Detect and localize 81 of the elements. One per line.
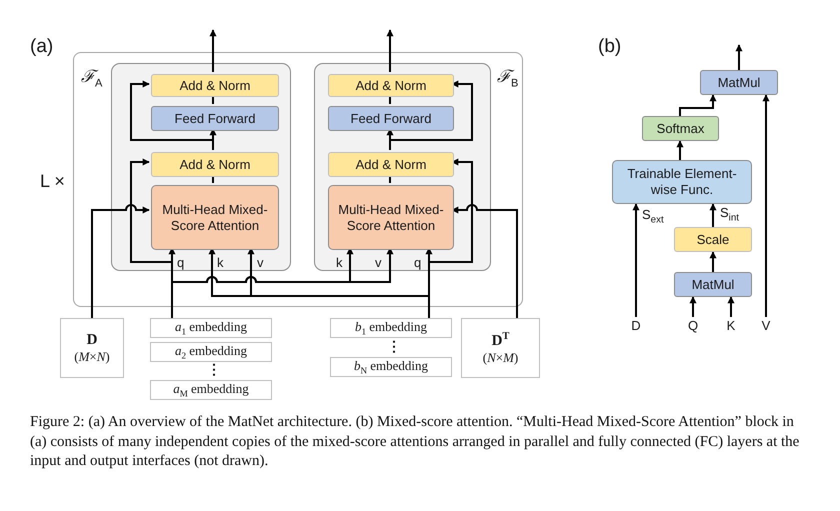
embedding-box (330, 357, 452, 377)
arrow (762, 94, 770, 317)
embedding-box (150, 342, 272, 362)
process-box (151, 106, 279, 131)
ellipsis-mark: ⋮ (207, 362, 221, 376)
edge-label: q (177, 256, 184, 269)
edge-label: v (257, 256, 264, 269)
arrow (91, 204, 150, 318)
box-label: b$_{N}$ embedding (352, 358, 430, 376)
process-box (674, 272, 752, 297)
edge-label: S$_{ext}$ (642, 208, 664, 226)
ellipsis-mark: ⋮ (387, 339, 401, 353)
embedding-box (150, 380, 272, 400)
matrix-symbol: D (86, 331, 98, 350)
process-box (151, 152, 279, 177)
arrow (632, 203, 640, 317)
box-label: V (760, 318, 772, 334)
box-label: MatMul (716, 74, 762, 90)
connector-line (212, 95, 214, 104)
edge-label: S$_{int}$ (720, 206, 739, 224)
panel-label: (b) (598, 37, 622, 56)
matrix-size: (M×N) (73, 349, 111, 365)
arrow (386, 29, 394, 72)
process-box (151, 74, 279, 97)
figure-caption: Figure 2: (a) An overview of the MatNet architecture. (b) Mixed-score attention. “Multi-Head Mixed-Score Attention” block in (a) consists of many independent copies of the mixed-score attentions arranged in parallel and fully connected (FC) layers at the input and output interfaces (not drawn). (30, 413, 800, 471)
box-label: Trainable Element-wise Func. (626, 166, 738, 198)
matrix-box (461, 318, 540, 378)
attention-box (328, 185, 454, 250)
embedding-box (330, 318, 452, 338)
box-label: K (726, 318, 736, 334)
box-label: Multi-Head Mixed-Score Attention (337, 202, 445, 234)
box-label: Add & Norm (178, 78, 252, 94)
box-label: Add & Norm (354, 156, 428, 172)
block-heading: ℱ$_{B}$ (497, 66, 518, 90)
arrow (210, 29, 216, 72)
box-label: Softmax (656, 120, 706, 136)
edge-label: v (375, 256, 382, 269)
box-label: MatMul (690, 276, 736, 292)
process-box (642, 116, 719, 141)
arrow (736, 44, 742, 70)
box-label: Add & Norm (354, 78, 428, 94)
connector-line (212, 175, 214, 183)
attention-box (151, 185, 279, 250)
block-heading: ℱ$_{A}$ (81, 66, 102, 90)
matrix-symbol: D$^{T}$ (490, 330, 510, 350)
matrix-box (60, 318, 124, 378)
edge-label: q (414, 256, 422, 269)
arrow (690, 296, 696, 317)
box-label: a$_{1}$ embedding (174, 318, 248, 338)
connector-line (389, 95, 391, 104)
arrow (710, 203, 716, 227)
embedding-box (150, 318, 272, 338)
process-box (328, 152, 454, 177)
box-label: Multi-Head Mixed-Score Attention (161, 202, 269, 234)
box-label: a$_{M}$ embedding (172, 380, 250, 400)
connector-line (389, 175, 391, 183)
box-label: Feed Forward (174, 110, 256, 126)
process-box (674, 227, 752, 252)
matrix-size: (N×M) (482, 350, 520, 366)
arrow (679, 94, 716, 116)
arrow (451, 204, 518, 318)
process-box (328, 74, 454, 97)
box-label: b$_{1}$ embedding (354, 318, 428, 338)
arrow (389, 80, 473, 150)
box-label: Feed Forward (350, 110, 432, 126)
repeat-label: L × (40, 171, 65, 192)
box-label: Q (687, 318, 700, 334)
arrow (130, 80, 214, 150)
box-label: Scale (696, 232, 730, 248)
process-box (612, 160, 752, 204)
panel-label: (a) (30, 37, 54, 56)
box-label: a$_{2}$ embedding (174, 342, 248, 362)
box-label: D (630, 318, 642, 334)
edge-label: k (217, 256, 224, 269)
arrow (676, 140, 684, 160)
process-box (328, 106, 454, 131)
process-box (700, 70, 778, 95)
arrow (728, 296, 734, 317)
edge-label: k (336, 256, 342, 269)
arrow (710, 251, 716, 272)
box-label: Add & Norm (178, 156, 252, 172)
